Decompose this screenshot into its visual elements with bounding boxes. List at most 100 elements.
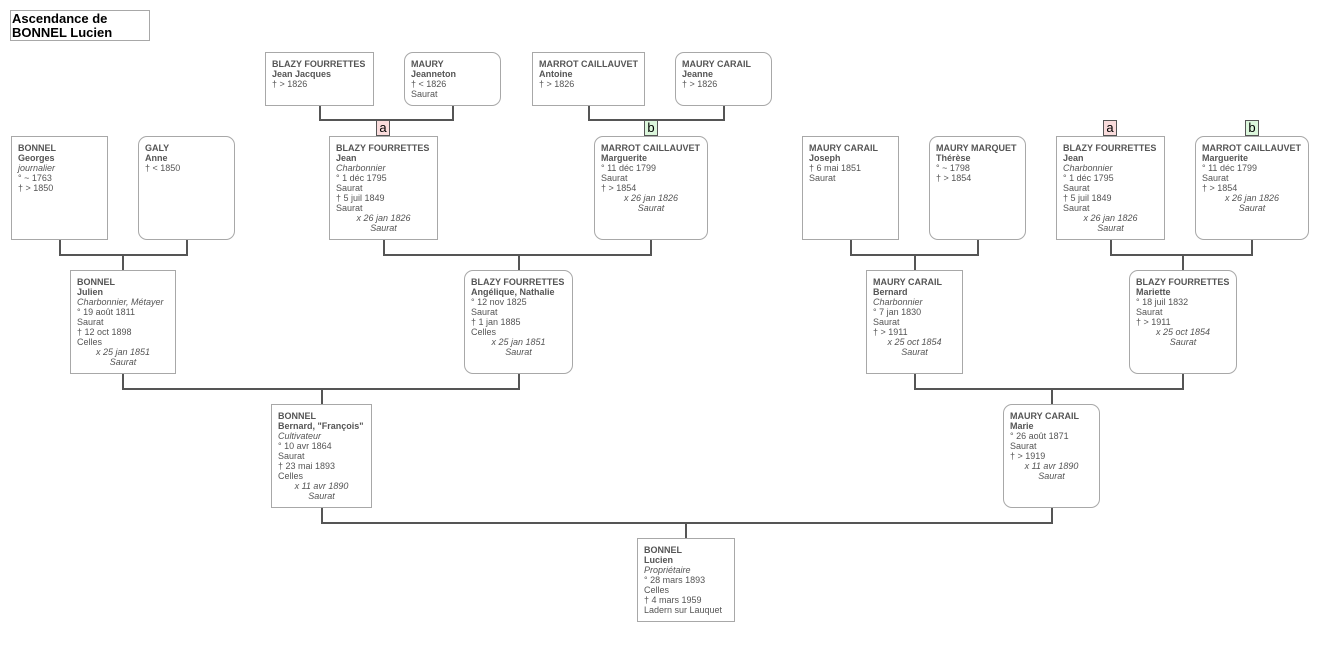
person-marriage: x 26 jan 1826 <box>1083 213 1138 223</box>
person-marriage: Saurat <box>1038 471 1065 481</box>
person-surname: MAURY CARAIL <box>1010 411 1079 421</box>
person-event: Ladern sur Lauquet <box>644 605 723 615</box>
person-given-name: Thérèse <box>936 153 971 163</box>
person-marriage: Saurat <box>1097 223 1124 233</box>
person-given-name: Jeanneton <box>411 69 457 79</box>
person-given-name: Bernard <box>873 287 908 297</box>
person-surname: MARROT CAILLAUVET <box>601 143 700 153</box>
person-surname: MAURY CARAIL <box>809 143 878 153</box>
person-event: † 12 oct 1898 <box>77 327 132 337</box>
implex-tag-b: b <box>1245 120 1259 136</box>
person-event: Saurat <box>336 183 363 193</box>
person-given-name: Marie <box>1010 421 1034 431</box>
person-occupation: Propriétaire <box>644 565 691 575</box>
person-event: † > 1854 <box>601 183 637 193</box>
person-event: † > 1854 <box>936 173 972 183</box>
person-given-name: Georges <box>18 153 55 163</box>
person-event: ° 18 juil 1832 <box>1136 297 1189 307</box>
person-event: † > 1826 <box>272 79 308 89</box>
person-event: ° 10 avr 1864 <box>278 441 332 451</box>
person-marriage: Saurat <box>505 347 532 357</box>
person-surname: MAURY CARAIL <box>873 277 942 287</box>
implex-tag-a: a <box>376 120 390 136</box>
person-event: † > 1911 <box>1136 317 1171 327</box>
person-given-name: Lucien <box>644 555 674 565</box>
person-marriage: Saurat <box>1169 337 1197 347</box>
person-event: † 5 juil 1849 <box>1063 193 1112 203</box>
person-event: ° 7 jan 1830 <box>873 307 922 317</box>
person-event: Saurat <box>809 173 836 183</box>
person-occupation: Cultivateur <box>278 431 322 441</box>
person-surname: MARROT CAILLAUVET <box>539 59 638 69</box>
person-event: ° 11 déc 1799 <box>1202 163 1257 173</box>
person-surname: MAURY CARAIL <box>682 59 751 69</box>
person-event: Saurat <box>1136 307 1163 317</box>
person-given-name: Antoine <box>539 69 573 79</box>
person-occupation: Charbonnier <box>873 297 923 307</box>
person-marriage: Saurat <box>370 223 397 233</box>
person-event: Saurat <box>1063 183 1090 193</box>
person-marriage: Saurat <box>637 203 665 213</box>
person-event: Celles <box>77 337 103 347</box>
person-event: Saurat <box>873 317 900 327</box>
person-event: † < 1826 <box>411 79 447 89</box>
implex-tag-a: a <box>1103 120 1117 136</box>
implex-tag-b: b <box>644 120 658 136</box>
person-given-name: Jean <box>1063 153 1084 163</box>
person-event: Saurat <box>1063 203 1090 213</box>
person-marriage: x 26 jan 1826 <box>623 193 679 203</box>
person-marriage: Saurat <box>109 357 137 367</box>
person-event: ° 28 mars 1893 <box>644 575 706 585</box>
person-surname: BLAZY FOURRETTES <box>471 277 565 287</box>
person-surname: BONNEL <box>644 545 682 555</box>
person-given-name: Jean Jacques <box>272 69 332 79</box>
person-event: † > 1919 <box>1010 451 1046 461</box>
person-given-name: Mariette <box>1136 287 1171 297</box>
person-given-name: Marguerite <box>601 153 648 163</box>
person-surname: BLAZY FOURRETTES <box>336 143 430 153</box>
person-event: † 6 mai 1851 <box>809 163 862 173</box>
title-line-2: BONNEL Lucien <box>12 25 113 40</box>
person-marriage: x 11 avr 1890 <box>294 481 349 491</box>
person-occupation: Charbonnier <box>1063 163 1113 173</box>
person-event: Saurat <box>278 451 305 461</box>
person-event: Celles <box>644 585 670 595</box>
person-given-name: Anne <box>145 153 168 163</box>
person-surname: MARROT CAILLAUVET <box>1202 143 1301 153</box>
person-marriage: x 25 oct 1854 <box>887 337 942 347</box>
title-line-1: Ascendance de <box>12 11 108 26</box>
person-marriage: x 11 avr 1890 <box>1024 461 1079 471</box>
person-event: † 5 juil 1849 <box>336 193 385 203</box>
person-surname: GALY <box>145 143 170 153</box>
person-surname: BLAZY FOURRETTES <box>1063 143 1157 153</box>
person-event: † < 1850 <box>145 163 181 173</box>
person-given-name: Bernard, "François" <box>278 421 364 431</box>
person-marriage: Saurat <box>901 347 928 357</box>
person-given-name: Joseph <box>809 153 841 163</box>
person-given-name: Jean <box>336 153 357 163</box>
person-event: Saurat <box>471 307 498 317</box>
person-event: † > 1826 <box>539 79 575 89</box>
person-marriage: Saurat <box>1238 203 1266 213</box>
person-marriage: x 26 jan 1826 <box>1224 193 1280 203</box>
person-event: † 4 mars 1959 <box>644 595 702 605</box>
